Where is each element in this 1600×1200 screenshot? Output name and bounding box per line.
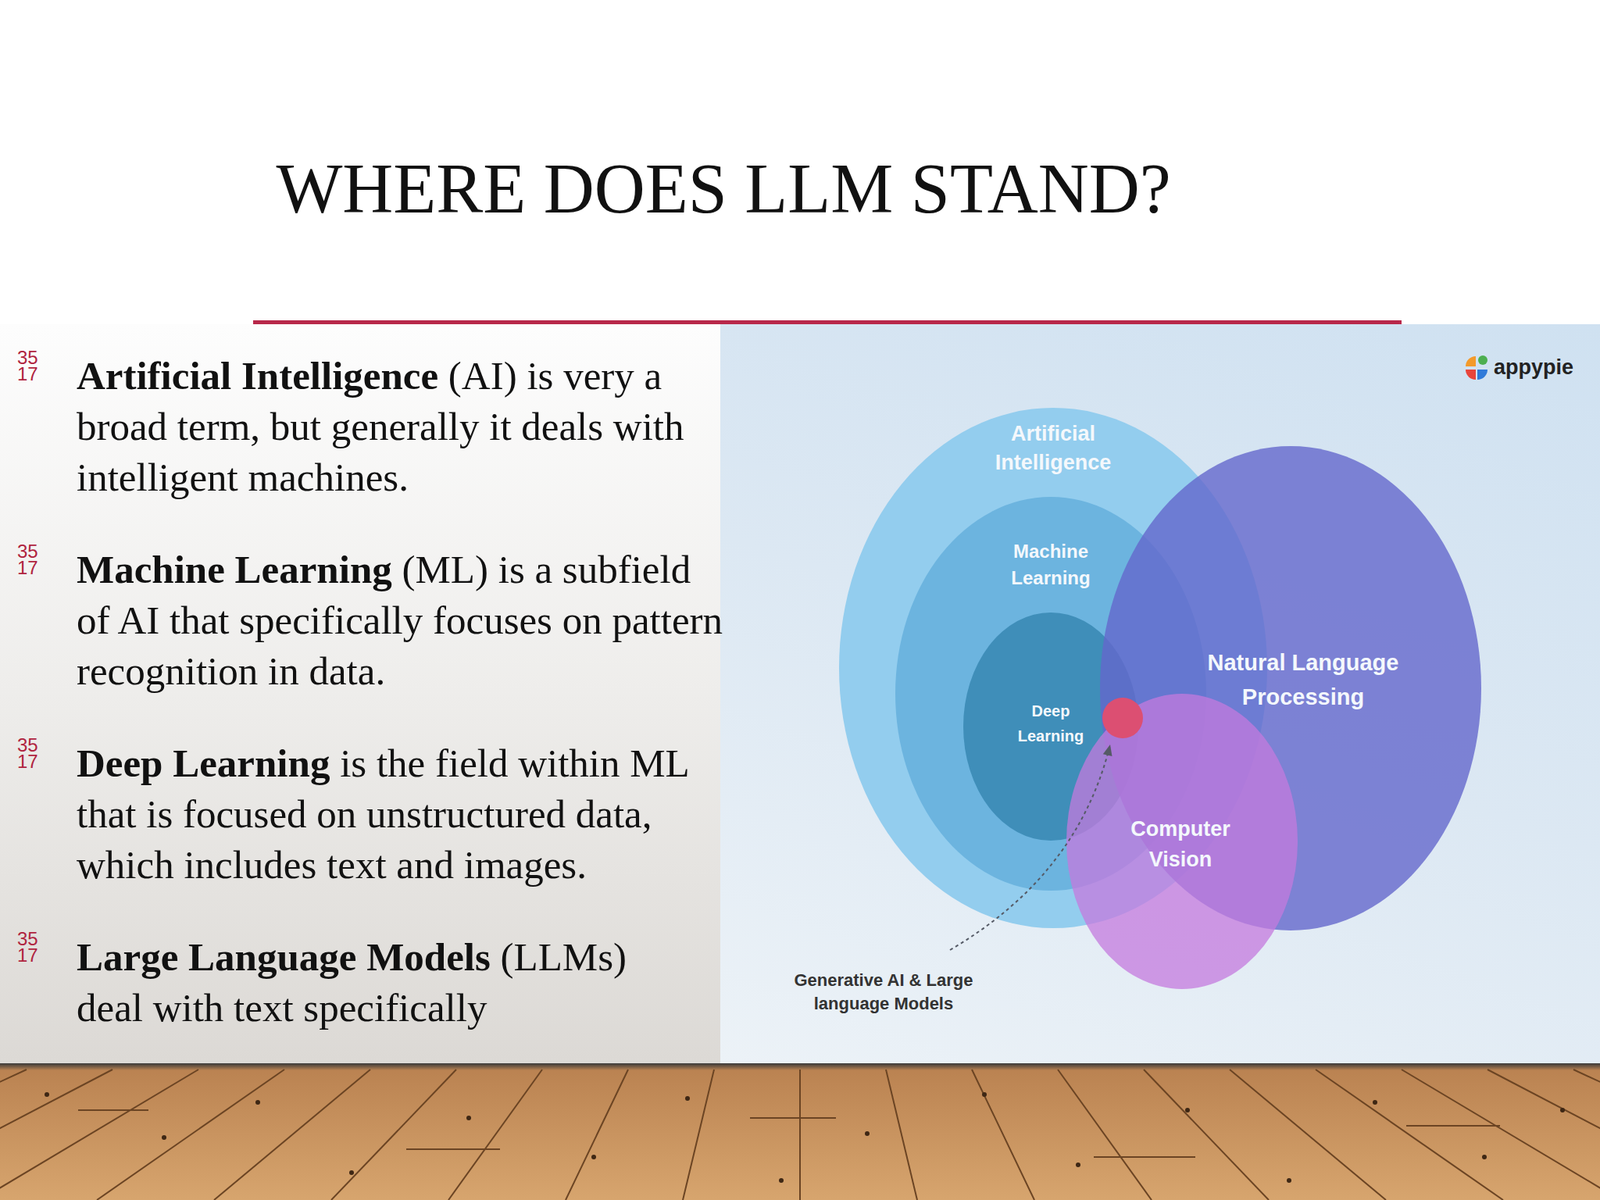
leader-line [950,744,1111,950]
bullet-number: 17 [17,753,49,770]
bullet-number-slot: 3517 [17,542,49,576]
bullet-number-slot: 3517 [17,736,49,770]
bullet-number: 35 [17,930,49,947]
highlight-dot [1102,697,1143,739]
venn-text-slot: Natural Language Processing [1197,645,1409,715]
bullet-number: 17 [17,559,49,576]
bullet-term: Artificial Intelligence [76,353,439,398]
logo-icon [1462,353,1491,383]
venn-label: Natural Language Processing [1197,645,1409,715]
bullet-number: 17 [17,946,49,964]
venn-label: Artificial Intelligence [978,419,1128,478]
bullet-text: Large Language Models(LLMs) deal with te… [76,932,671,1034]
wood-floor [0,1063,1600,1200]
venn-text-slot: Deep Learning [1007,698,1094,749]
venn-text-slot: Artificial Intelligence [978,419,1128,478]
venn-ellipse [1066,693,1298,990]
venn-text-slot: Machine Learning [1000,538,1102,592]
logo-text: appypie [1493,353,1574,382]
bullet-term: Deep Learning [76,741,330,786]
logo-text-slot: appypie [1493,353,1574,382]
bullet-slot: Machine Learning(ML) is a subfield of AI… [76,544,725,697]
bullet-number-slot: 3517 [17,930,49,964]
bullet-term: Machine Learning [76,547,393,592]
venn-circle: Computer Vision [1066,693,1298,990]
venn-label: Machine Learning [1000,538,1102,592]
bullet-slot: Deep Learningis the field within ML that… [76,738,725,891]
bullet-number: 35 [17,736,49,754]
bullet-term: Large Language Models [76,935,491,979]
bullet-number: 17 [17,365,49,383]
bullet-number: 35 [17,542,49,560]
venn-text-slot: Computer Vision [1117,814,1243,875]
bullet-slot: Large Language Models(LLMs) deal with te… [76,932,671,1034]
callout-slot: Generative AI & Large language Models [782,968,986,1016]
title-slot: WHERE DOES LLM STAND? [0,153,1447,225]
callout-label: Generative AI & Large language Models [782,968,986,1016]
venn-label: Deep Learning [1007,698,1094,749]
slide-title: WHERE DOES LLM STAND? [0,153,1447,225]
bullet-text: Machine Learning(ML) is a subfield of AI… [76,544,725,697]
venn-outline [1066,693,1298,990]
bullet-slot: Artificial Intelligence(AI) is very a br… [76,350,725,504]
venn-label: Computer Vision [1117,814,1243,875]
bullet-text: Deep Learningis the field within ML that… [76,738,725,891]
bullet-text: Artificial Intelligence(AI) is very a br… [76,350,725,504]
bullet-number-slot: 3517 [17,349,49,383]
leader-arrowhead [1103,744,1113,757]
bullet-number: 35 [17,349,49,366]
title-rule [253,320,1402,325]
